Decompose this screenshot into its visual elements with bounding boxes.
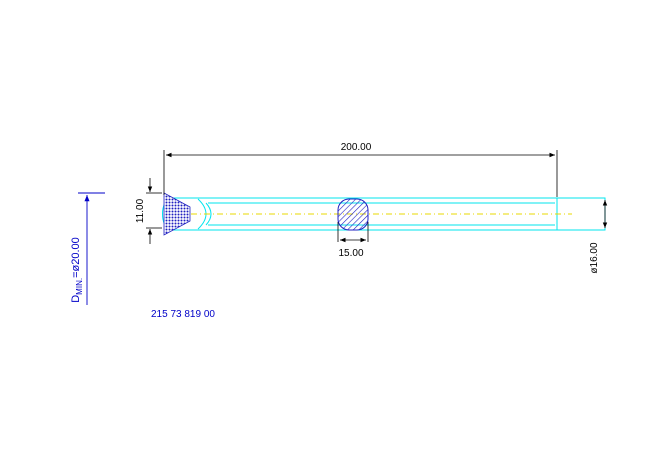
dim-shank-diameter-text: ø16.00	[589, 242, 600, 274]
dim-head-height-text: 11.00	[135, 198, 146, 223]
head-arc-inner	[205, 202, 212, 226]
dim-min-diameter	[78, 192, 105, 305]
dim-groove-width-text: 15.00	[338, 248, 363, 259]
dim-head-height	[146, 178, 162, 244]
dim-min-diameter-value: =ø20.00	[70, 237, 82, 278]
dim-overall-length-text: 200.00	[341, 142, 372, 153]
groove-section	[337, 198, 369, 231]
dim-overall-length	[163, 150, 558, 197]
dim-min-diameter-text: DMIN.=ø20.00	[70, 237, 84, 303]
cutting-tip	[163, 192, 191, 236]
dim-min-diameter-subscript: MIN.	[75, 278, 84, 295]
dim-min-diameter-prefix: D	[70, 295, 82, 303]
dim-groove-width	[337, 222, 369, 243]
part-number: 215 73 819 00	[151, 309, 215, 320]
